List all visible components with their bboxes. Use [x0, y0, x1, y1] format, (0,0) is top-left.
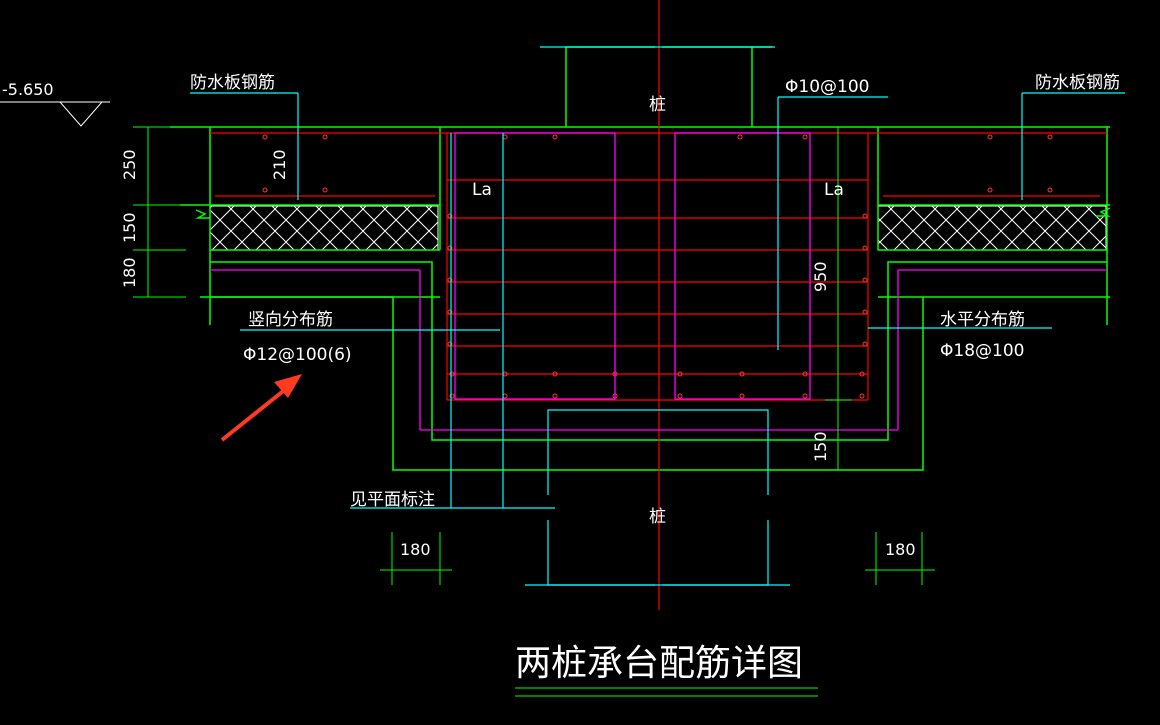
rebar-dots	[262, 134, 1053, 399]
stirrups	[210, 132, 1107, 431]
dim-210: 210	[270, 149, 289, 180]
label-top-rebar: Φ10@100	[785, 77, 869, 97]
dim-150-left: 150	[120, 212, 139, 243]
dim-180-bottom-left: 180	[400, 540, 431, 559]
dim-180-bottom-right: 180	[885, 540, 916, 559]
label-la-right: La	[824, 180, 844, 200]
label-pile-top: 桩	[649, 95, 666, 115]
dim-150-right: 150	[811, 431, 830, 462]
drawing-title: 两桩承台配筋详图	[515, 643, 803, 684]
concrete-outline	[170, 46, 1111, 471]
annotation-arrow	[220, 374, 302, 442]
dim-180-left: 180	[120, 257, 139, 288]
rebar-cage	[210, 0, 1107, 610]
label-la-left: La	[472, 180, 492, 200]
label-vertical-distribution: 竖向分布筋	[248, 310, 333, 330]
dimension-lines	[133, 126, 935, 697]
label-pile-bottom: 桩	[649, 507, 666, 527]
dim-950: 950	[811, 261, 830, 292]
label-horizontal-distribution: 水平分布筋	[940, 310, 1025, 330]
label-waterproof-left: 防水板钢筋	[190, 73, 275, 93]
elevation-marker: -5.650	[0, 80, 110, 127]
insulation-layer	[209, 205, 1107, 251]
label-vertical-spec: Φ12@100(6)	[243, 345, 352, 365]
pile-and-leaders	[190, 46, 1125, 586]
label-see-plan: 见平面标注	[350, 490, 435, 510]
elevation-label: -5.650	[2, 80, 54, 99]
label-horizontal-spec: Φ18@100	[940, 341, 1024, 361]
label-waterproof-right: 防水板钢筋	[1035, 73, 1120, 93]
dim-250: 250	[120, 149, 139, 180]
